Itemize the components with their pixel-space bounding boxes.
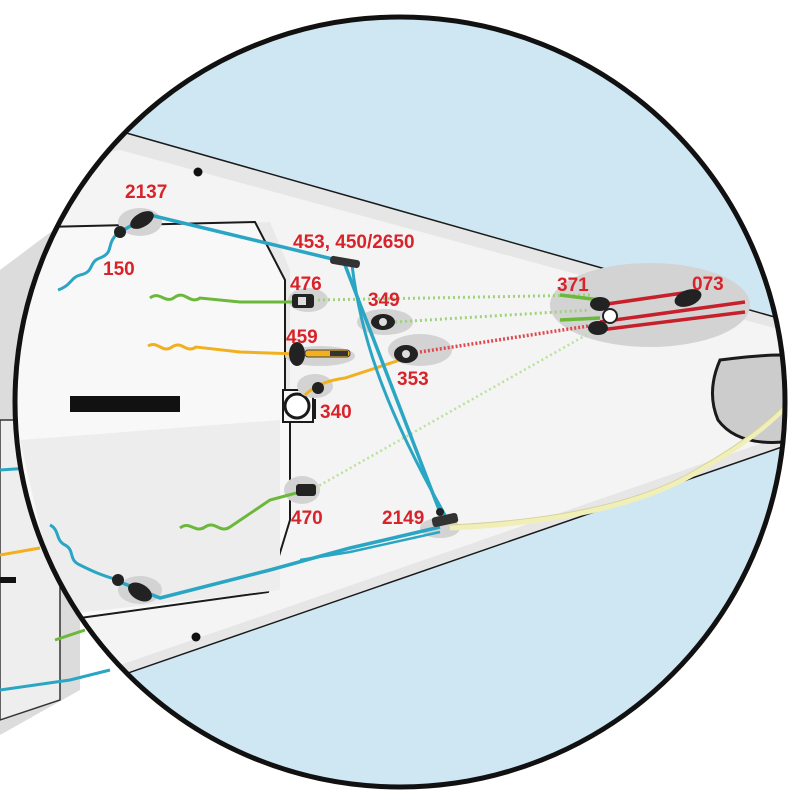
label-476: 476 [290, 274, 322, 295]
fitting-453 [330, 255, 360, 269]
fitting-073 [674, 289, 702, 307]
furling-line-edge [449, 386, 785, 526]
label-470: 470 [291, 508, 323, 529]
deck-screw-bottom [191, 632, 201, 642]
fitting-476 [292, 294, 314, 308]
red-line-2 [599, 300, 746, 324]
outside-orange-line [0, 546, 41, 557]
label-073: 073 [692, 274, 724, 295]
label-371: 371 [557, 275, 589, 296]
label-459: 459 [286, 327, 318, 348]
outside-bar [0, 577, 16, 583]
blue-line-diag-1 [343, 264, 442, 513]
fitting-2137 [114, 211, 154, 238]
blue-tail-top [57, 231, 120, 292]
mast-base-ring [283, 392, 311, 420]
magnifier-ring [12, 14, 788, 790]
fitting-2149 [431, 508, 459, 528]
dotted-red [419, 323, 596, 354]
orange-line-340 [303, 358, 401, 397]
fitting-340 [312, 382, 324, 394]
dotted-green-3 [314, 328, 596, 490]
label-2137: 2137 [125, 182, 167, 203]
label-353: 353 [397, 369, 429, 390]
label-340: 340 [320, 402, 352, 423]
fitting-349 [371, 314, 395, 330]
orange-tail-459 [147, 343, 299, 356]
outside-green-line [54, 628, 86, 642]
outside-blue-line-low [0, 668, 111, 692]
furling-line [449, 388, 785, 531]
fitting-353 [394, 345, 418, 363]
fitting-470 [296, 484, 316, 496]
blue-tail-bottom [49, 523, 119, 582]
red-line-3 [599, 310, 746, 332]
deck-screw-top [193, 167, 203, 177]
bar-marker [70, 396, 180, 412]
bow-fitting [711, 353, 785, 444]
fitting-bottom-block [112, 574, 152, 602]
fitting-371 [588, 297, 618, 335]
red-line-1 [599, 290, 691, 307]
blue-line-diag-2 [350, 264, 447, 516]
label-150: 150 [103, 259, 135, 280]
fitting-459 [289, 342, 351, 366]
label-2149: 2149 [382, 508, 424, 529]
green-tail-470 [179, 490, 301, 531]
label-349: 349 [368, 290, 400, 311]
dotted-green-1 [317, 293, 591, 302]
label-453: 453, 450/2650 [293, 232, 415, 253]
green-tail-476 [149, 293, 300, 304]
blue-line-bottom-2 [299, 530, 441, 562]
green-line-front-2 [559, 316, 601, 322]
